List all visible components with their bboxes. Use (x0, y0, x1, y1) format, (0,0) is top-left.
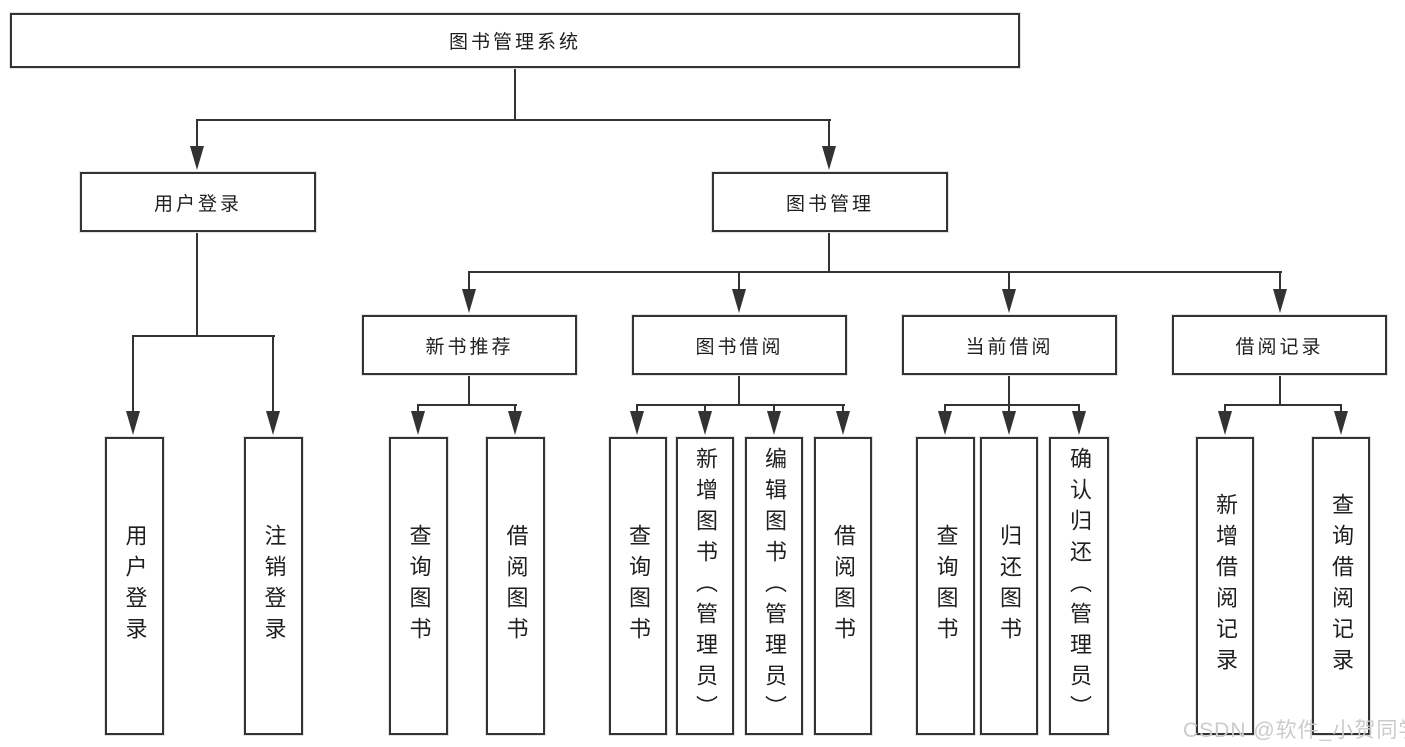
leaf-add-book-admin: 新增图书（管理员） (676, 437, 734, 735)
connector-line (738, 273, 740, 291)
node-root: 图书管理系统 (10, 13, 1020, 68)
arrow-down-icon (1002, 289, 1016, 313)
leaf-recommend-query-books: 查询图书 (389, 437, 448, 735)
connector-line (468, 273, 470, 291)
leaf-recommend-borrow-books-label: 借阅图书 (503, 524, 529, 648)
connector-line (468, 271, 1282, 273)
leaf-return-books: 归还图书 (980, 437, 1038, 735)
connector-line (196, 119, 831, 121)
connector-line (468, 375, 470, 406)
arrow-down-icon (1218, 411, 1232, 435)
connector-line (944, 406, 946, 413)
node-root-label: 图书管理系统 (448, 32, 581, 53)
leaf-query-borrow-record-label: 查询借阅记录 (1329, 493, 1354, 679)
arrow-down-icon (266, 411, 280, 435)
arrow-down-icon (1334, 411, 1348, 435)
arrow-down-icon (190, 146, 204, 170)
leaf-edit-book-admin: 编辑图书（管理员） (745, 437, 803, 735)
arrow-down-icon (411, 411, 425, 435)
node-book-borrow: 图书借阅 (632, 315, 847, 375)
arrow-down-icon (508, 411, 522, 435)
arrow-down-icon (126, 411, 140, 435)
arrow-down-icon (732, 289, 746, 313)
connector-line (1078, 406, 1080, 413)
leaf-borrow-books-label: 借阅图书 (831, 524, 856, 648)
node-borrow-records: 借阅记录 (1172, 315, 1387, 375)
arrow-down-icon (938, 411, 952, 435)
node-book-borrow-label: 图书借阅 (695, 336, 784, 358)
arrow-down-icon (836, 411, 850, 435)
connector-line (1340, 406, 1342, 413)
connector-line (196, 121, 198, 149)
arrow-down-icon (767, 411, 781, 435)
connector-line (514, 68, 516, 121)
watermark: CSDN @软件_小贺同学 (1183, 719, 1405, 742)
connector-line (636, 404, 845, 406)
connector-line (196, 232, 198, 337)
connector-line (738, 375, 740, 406)
connector-line (1008, 375, 1010, 406)
connector-line (1279, 375, 1281, 406)
connector-line (417, 406, 419, 413)
connector-line (636, 406, 638, 413)
arrow-down-icon (630, 411, 644, 435)
leaf-add-borrow-record: 新增借阅记录 (1196, 437, 1254, 735)
connector-line (272, 337, 274, 413)
leaf-recommend-borrow-books: 借阅图书 (486, 437, 545, 735)
connector-line (1224, 406, 1226, 413)
leaf-query-borrow-record: 查询借阅记录 (1312, 437, 1370, 735)
connector-line (828, 232, 830, 273)
arrow-down-icon (462, 289, 476, 313)
node-user-login: 用户登录 (80, 172, 316, 232)
connector-line (1279, 273, 1281, 291)
connector-line (1224, 404, 1342, 406)
connector-line (417, 404, 517, 406)
node-current-borrow: 当前借阅 (902, 315, 1117, 375)
connector-line (132, 335, 275, 337)
node-new-book-recommend-label: 新书推荐 (425, 336, 514, 358)
leaf-edit-book-admin-label: 编辑图书（管理员） (762, 446, 787, 726)
leaf-add-borrow-record-label: 新增借阅记录 (1213, 493, 1238, 679)
connector-line (1008, 406, 1010, 413)
leaf-recommend-query-books-label: 查询图书 (406, 524, 432, 648)
connector-line (828, 121, 830, 149)
leaf-user-login: 用户登录 (105, 437, 164, 735)
arrow-down-icon (1072, 411, 1086, 435)
connector-line (514, 406, 516, 413)
arrow-down-icon (698, 411, 712, 435)
connector-line (944, 404, 1080, 406)
connector-line (842, 406, 844, 413)
node-book-management: 图书管理 (712, 172, 948, 232)
node-current-borrow-label: 当前借阅 (965, 336, 1054, 358)
node-borrow-records-label: 借阅记录 (1235, 336, 1324, 358)
arrow-down-icon (1002, 411, 1016, 435)
arrow-down-icon (822, 146, 836, 170)
leaf-add-book-admin-label: 新增图书（管理员） (693, 446, 718, 726)
leaf-logout-label: 注销登录 (261, 524, 287, 648)
leaf-confirm-return-admin-label: 确认归还（管理员） (1067, 446, 1092, 726)
connector-line (704, 406, 706, 413)
leaf-current-query-books-label: 查询图书 (933, 524, 959, 648)
node-new-book-recommend: 新书推荐 (362, 315, 577, 375)
connector-line (132, 337, 134, 413)
arrow-down-icon (1273, 289, 1287, 313)
connector-line (773, 406, 775, 413)
leaf-user-login-label: 用户登录 (122, 524, 148, 648)
leaf-confirm-return-admin: 确认归还（管理员） (1049, 437, 1109, 735)
node-book-management-label: 图书管理 (785, 193, 874, 215)
leaf-logout: 注销登录 (244, 437, 303, 735)
leaf-return-books-label: 归还图书 (997, 524, 1022, 648)
node-user-login-label: 用户登录 (153, 193, 242, 215)
leaf-borrow-query-books-label: 查询图书 (626, 524, 651, 648)
leaf-current-query-books: 查询图书 (916, 437, 975, 735)
connector-line (1008, 273, 1010, 291)
leaf-borrow-query-books: 查询图书 (609, 437, 667, 735)
leaf-borrow-books: 借阅图书 (814, 437, 872, 735)
